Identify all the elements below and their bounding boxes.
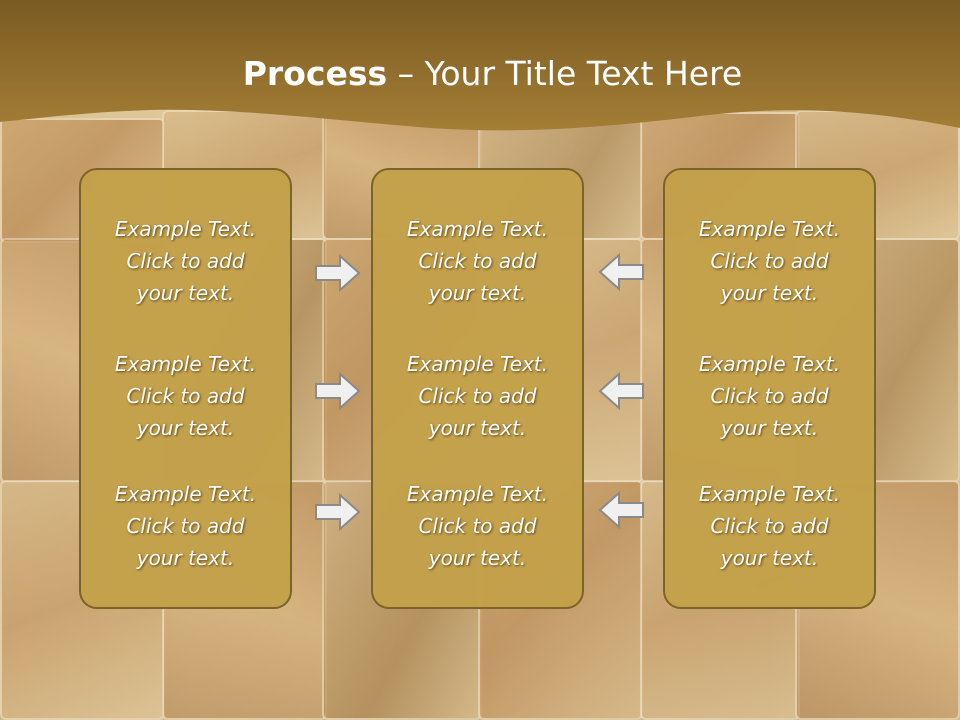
text-box-middle[interactable]: Example Text. Click to add your text. Ex… [371,168,584,609]
arrow-left-icon [597,490,645,530]
arrow-right-icon [314,492,362,532]
text-item[interactable]: Example Text. Click to add your text. [81,213,290,309]
item-line: your text. [428,416,527,440]
text-box-right[interactable]: Example Text. Click to add your text. Ex… [663,168,876,609]
text-item[interactable]: Example Text. Click to add your text. [81,348,290,444]
item-line: Click to add [710,249,829,273]
item-line: Example Text. [406,482,549,506]
item-line: your text. [720,416,819,440]
text-item[interactable]: Example Text. Click to add your text. [373,478,582,574]
item-line: Click to add [126,249,245,273]
header-wave-shape [0,0,960,131]
text-item[interactable]: Example Text. Click to add your text. [373,348,582,444]
item-line: Click to add [418,249,537,273]
item-line: your text. [136,416,235,440]
arrow-left-icon [597,371,645,411]
item-line: your text. [428,281,527,305]
item-line: Click to add [418,514,537,538]
title-header-band: Process – Your Title Text Here [0,0,960,140]
item-line: Example Text. [698,352,841,376]
item-line: Example Text. [698,217,841,241]
arrow-right-icon [314,371,362,411]
item-line: Example Text. [406,217,549,241]
slide-title[interactable]: Process – Your Title Text Here [0,52,960,96]
item-line: your text. [720,281,819,305]
text-item[interactable]: Example Text. Click to add your text. [665,348,874,444]
text-item[interactable]: Example Text. Click to add your text. [81,478,290,574]
item-line: Example Text. [406,352,549,376]
item-line: your text. [136,281,235,305]
item-line: Click to add [418,384,537,408]
item-line: Example Text. [114,217,257,241]
arrow-left-icon [597,252,645,292]
item-line: Click to add [126,384,245,408]
text-item[interactable]: Example Text. Click to add your text. [373,213,582,309]
item-line: Example Text. [114,352,257,376]
item-line: Click to add [710,384,829,408]
item-line: Example Text. [698,482,841,506]
item-line: your text. [136,546,235,570]
arrow-right-icon [314,253,362,293]
item-line: your text. [720,546,819,570]
item-line: your text. [428,546,527,570]
text-item[interactable]: Example Text. Click to add your text. [665,478,874,574]
title-bold-text: Process [242,54,388,93]
title-rest-text: – Your Title Text Here [387,54,743,93]
item-line: Click to add [126,514,245,538]
text-box-left[interactable]: Example Text. Click to add your text. Ex… [79,168,292,609]
item-line: Example Text. [114,482,257,506]
item-line: Click to add [710,514,829,538]
text-item[interactable]: Example Text. Click to add your text. [665,213,874,309]
